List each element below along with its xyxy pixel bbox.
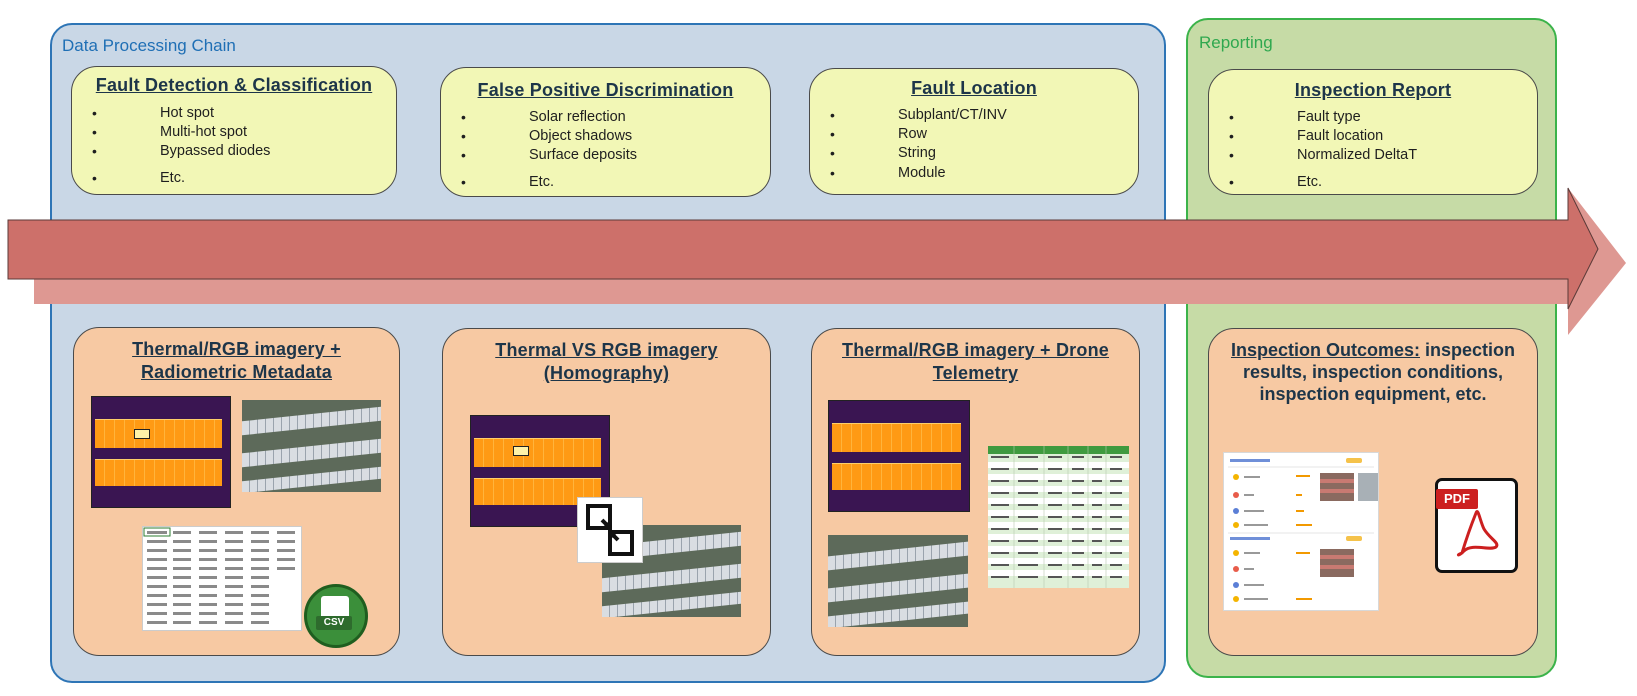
table-grid-graphic (143, 527, 301, 630)
card-title: Fault Detection & Classification (95, 75, 373, 95)
list-item: String (830, 144, 1007, 163)
fault-location-card: Fault Location Subplant/CT/INV Row Strin… (809, 68, 1139, 195)
list-item: Object shadows (461, 127, 637, 146)
list-item: Bypassed diodes (92, 142, 270, 161)
report-preview-graphic (1224, 453, 1392, 610)
list-item: Subplant/CT/INV (830, 106, 1007, 125)
arrow-front-shape (7, 187, 1599, 310)
telemetry-table-graphic (988, 446, 1129, 588)
csv-file-icon: CSV (304, 584, 368, 648)
false-positive-card: False Positive Discrimination Solar refl… (440, 67, 771, 197)
card-title: Thermal VS RGB imagery (Homography) (495, 340, 718, 383)
list-item: Normalized DeltaT (1229, 146, 1417, 165)
acrobat-logo-icon (1456, 510, 1499, 557)
inspection-outcomes-card: Inspection Outcomes: inspection results,… (1208, 328, 1538, 656)
inspection-report-card: Inspection Report Fault type Fault locat… (1208, 69, 1538, 195)
homography-transform-icon (577, 497, 643, 563)
rgb-image (828, 535, 968, 627)
list-item: Row (830, 125, 1007, 144)
reporting-title: Reporting (1199, 33, 1273, 52)
rgb-image (242, 400, 381, 492)
telemetry-table-image (988, 446, 1129, 588)
list-item: Fault location (1229, 127, 1417, 146)
list-item: Module (830, 164, 1007, 183)
list-item: Multi-hot spot (92, 123, 270, 142)
inspection-outcomes-text: Inspection Outcomes: inspection results,… (1219, 339, 1527, 405)
homography-card: Thermal VS RGB imagery (Homography) (442, 328, 771, 656)
card-title: Fault Location (911, 78, 1037, 98)
list-item: Hot spot (92, 104, 270, 123)
radiometric-table-image (142, 526, 302, 631)
list-item: Etc. (92, 169, 270, 188)
list-item: Surface deposits (461, 146, 637, 165)
drone-telemetry-card: Thermal/RGB imagery + Drone Telemetry (811, 328, 1140, 656)
card-title: Thermal/RGB imagery + Drone Telemetry (842, 340, 1109, 383)
thermal-image (828, 400, 970, 512)
thermal-image (470, 415, 610, 527)
process-flow-arrow (7, 187, 1626, 335)
fault-detection-card: Fault Detection & Classification Hot spo… (71, 66, 397, 195)
outcomes-description: inspection results, inspection condition… (1242, 340, 1516, 404)
outcomes-title: Inspection Outcomes: (1230, 340, 1420, 360)
list-item: Etc. (1229, 173, 1417, 192)
thermal-image (91, 396, 231, 508)
data-processing-title: Data Processing Chain (62, 36, 236, 55)
report-preview-image (1223, 452, 1392, 611)
radiometric-card: Thermal/RGB imagery + Radiometric Metada… (73, 327, 400, 656)
card-title: Thermal/RGB imagery + Radiometric Metada… (132, 339, 341, 382)
list-item: Etc. (461, 173, 637, 192)
list-item: Solar reflection (461, 108, 637, 127)
list-item: Fault type (1229, 108, 1417, 127)
csv-label: CSV (316, 616, 352, 630)
pdf-label: PDF (1436, 489, 1478, 509)
pdf-file-icon: PDF (1435, 478, 1518, 573)
card-title: Inspection Report (1294, 80, 1452, 100)
card-title: False Positive Discrimination (477, 80, 734, 100)
